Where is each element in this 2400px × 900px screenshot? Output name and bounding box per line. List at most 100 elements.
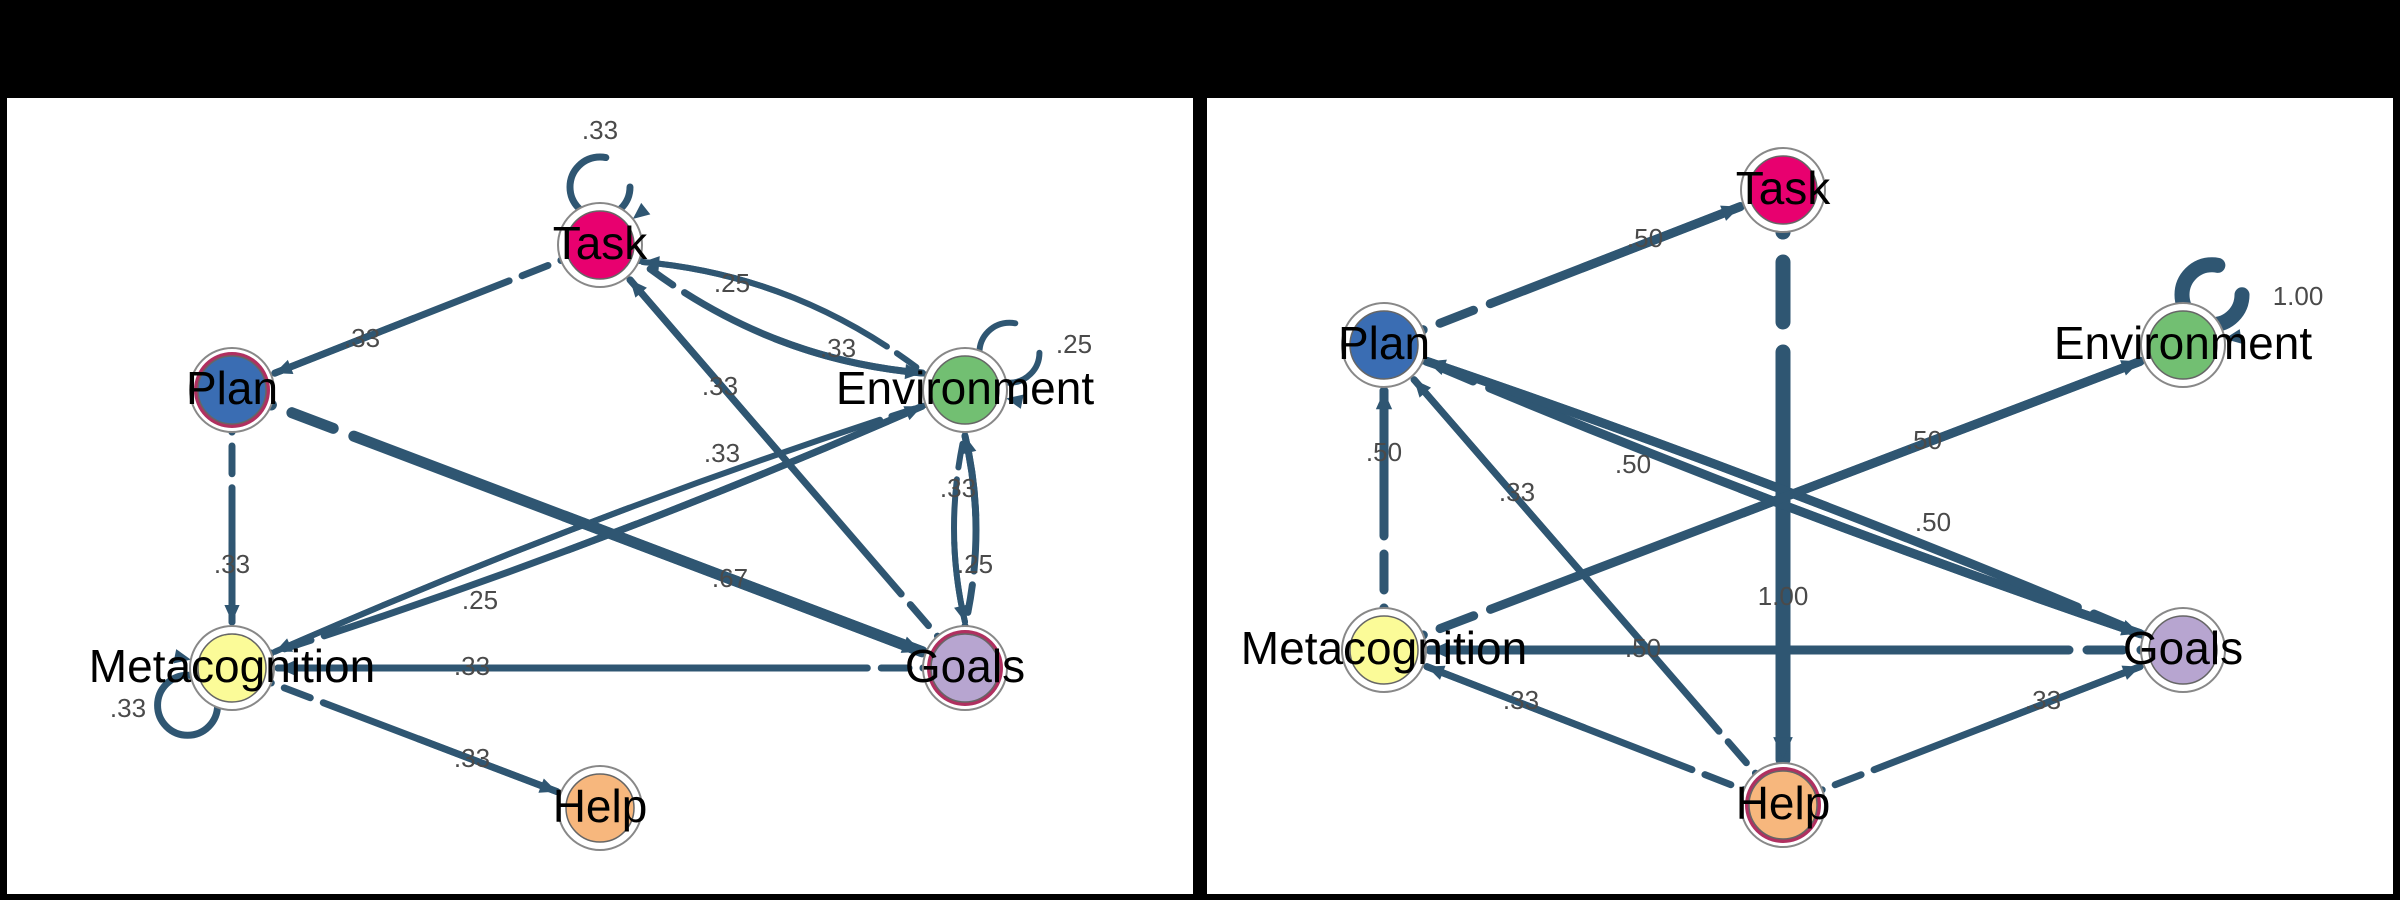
node-help-label: Help — [553, 780, 648, 832]
edge-label-plan-to-goals: .50 — [1615, 449, 1651, 479]
edge-goals-to-environment-solid — [961, 432, 980, 630]
edge-label-environment-to-goals: .25 — [957, 549, 993, 579]
edge-help-to-metacognition-arrow — [1426, 665, 1446, 680]
edge-environment-to-metacognition-solid — [272, 401, 929, 655]
node-metacognition-fill — [197, 633, 267, 703]
edge-metacognition-to-help-solid — [267, 679, 561, 796]
edge-goals-to-environment-arrow — [961, 436, 977, 455]
node-task: Task — [1736, 147, 1832, 233]
node-plan-label: Plan — [1338, 317, 1430, 369]
edge-plan-to-metacognition-arrow — [224, 604, 240, 622]
edge-label-help-to-goals: .33 — [2025, 685, 2061, 715]
edge-label-task-to-help: 1.00 — [1758, 581, 1809, 611]
edge-plan-to-task-arrow — [1720, 205, 1741, 221]
edge-task-to-task-arrow — [632, 202, 651, 219]
edge-label-metacognition-to-plan: .50 — [1366, 437, 1402, 467]
edge-label-goals-to-plan: .50 — [1915, 507, 1951, 537]
edge-help-to-goals-solid — [1818, 663, 2144, 794]
node-metacognition-label: Metacognition — [89, 640, 375, 692]
edge-label-plan-to-metacognition: .33 — [214, 549, 250, 579]
edge-plan-to-goals-solid — [265, 399, 928, 658]
right-edges — [1375, 202, 2250, 794]
node-help: Help — [553, 765, 648, 851]
node-help-fill — [1748, 770, 1818, 840]
node-goals: Goals — [905, 625, 1025, 711]
node-goals-label: Goals — [905, 640, 1025, 692]
edge-environment-to-metacognition-arrow — [275, 638, 294, 652]
node-task-fill — [565, 210, 635, 280]
edge-environment-to-task-solid — [639, 258, 929, 378]
edge-label-environment-to-environment: 1.00 — [2273, 281, 2324, 311]
node-goals: Goals — [2123, 607, 2243, 693]
node-metacognition: Metacognition — [89, 625, 375, 711]
node-metacognition: Metacognition — [1241, 607, 1527, 693]
edge-metacognition-to-metacognition-arrow — [173, 649, 191, 664]
edge-environment-to-goals-solid — [951, 429, 968, 625]
node-plan-fill — [197, 355, 267, 425]
edge-label-metacognition-to-environment: .33 — [704, 438, 740, 468]
edge-label-environment-to-metacognition: .25 — [462, 585, 498, 615]
edge-goals-to-metacognition-arrow — [1430, 641, 1449, 659]
node-environment-fill — [930, 355, 1000, 425]
edge-environment-to-environment-arrow — [2224, 329, 2242, 344]
node-goals-label: Goals — [2123, 622, 2243, 674]
node-task: Task — [553, 202, 649, 288]
node-environment-label: Environment — [2054, 317, 2312, 369]
node-plan: Plan — [186, 347, 278, 433]
edge-environment-to-environment-arrow — [1006, 394, 1024, 409]
left-edge-labels: .33.33.25.33.25.33.33.25.33.67.33.25.33.… — [110, 115, 1092, 773]
edge-task-to-plan-arrow — [274, 359, 294, 374]
edge-label-metacognition-to-help: .33 — [454, 743, 490, 773]
node-help-label: Help — [1736, 777, 1831, 829]
edge-goals-to-metacognition-arrow — [278, 660, 296, 676]
edge-task-to-environment-arrow — [904, 363, 923, 380]
edge-label-task-to-task: .33 — [582, 115, 618, 145]
edge-label-goals-to-metacognition: .33 — [454, 651, 490, 681]
node-environment: Environment — [836, 347, 1094, 433]
edge-help-to-plan-arrow — [1414, 379, 1432, 398]
edge-plan-to-task-solid — [1418, 202, 1745, 335]
right-edge-labels: .501.001.00.50.33.50.50.50.50.33.33 — [1366, 223, 2323, 715]
edge-help-to-goals-arrow — [2121, 665, 2141, 680]
edge-metacognition-to-environment-arrow — [2120, 360, 2141, 376]
edge-label-task-to-plan: .33 — [344, 323, 380, 353]
edge-metacognition-to-environment-solid — [267, 402, 926, 657]
edge-metacognition-to-plan-arrow — [1375, 391, 1393, 410]
edge-label-task-to-environment: .33 — [820, 333, 856, 363]
edge-metacognition-to-environment-solid — [1418, 356, 2145, 640]
edge-label-help-to-metacognition: .33 — [1503, 685, 1539, 715]
edge-environment-to-task-arrow — [642, 256, 660, 271]
node-metacognition-fill — [1349, 615, 1419, 685]
edge-label-goals-to-task: .33 — [702, 371, 738, 401]
edge-task-to-help-arrow — [1773, 737, 1793, 759]
edge-label-plan-to-goals: .67 — [712, 563, 748, 593]
edge-label-help-to-plan: .33 — [1499, 477, 1535, 507]
edge-goals-to-task-arrow — [630, 279, 647, 298]
node-goals-fill — [2148, 615, 2218, 685]
edge-label-goals-to-environment: .33 — [940, 473, 976, 503]
node-task-fill — [1748, 155, 1818, 225]
node-environment-label: Environment — [836, 362, 1094, 414]
edge-plan-to-goals-solid — [1418, 355, 2145, 639]
edge-label-plan-to-task: .50 — [1627, 223, 1663, 253]
edge-label-metacognition-to-environment: .50 — [1906, 425, 1942, 455]
node-plan-fill — [1349, 310, 1419, 380]
edge-goals-to-plan-arrow — [1426, 359, 1447, 376]
edge-label-environment-to-task: .25 — [714, 268, 750, 298]
node-help: Help — [1736, 762, 1831, 848]
edge-goals-to-plan-solid — [1422, 356, 2149, 640]
edge-task-to-environment-solid — [635, 257, 926, 377]
node-help-fill — [565, 773, 635, 843]
edge-plan-to-goals-arrow — [900, 636, 922, 653]
node-plan: Plan — [1338, 302, 1430, 388]
node-task-label: Task — [553, 217, 649, 269]
node-environment: Environment — [2054, 302, 2312, 388]
left-edges — [154, 153, 1043, 796]
node-task-label: Task — [1736, 162, 1832, 214]
node-plan-label: Plan — [186, 362, 278, 414]
edge-environment-to-goals-arrow — [954, 604, 969, 622]
